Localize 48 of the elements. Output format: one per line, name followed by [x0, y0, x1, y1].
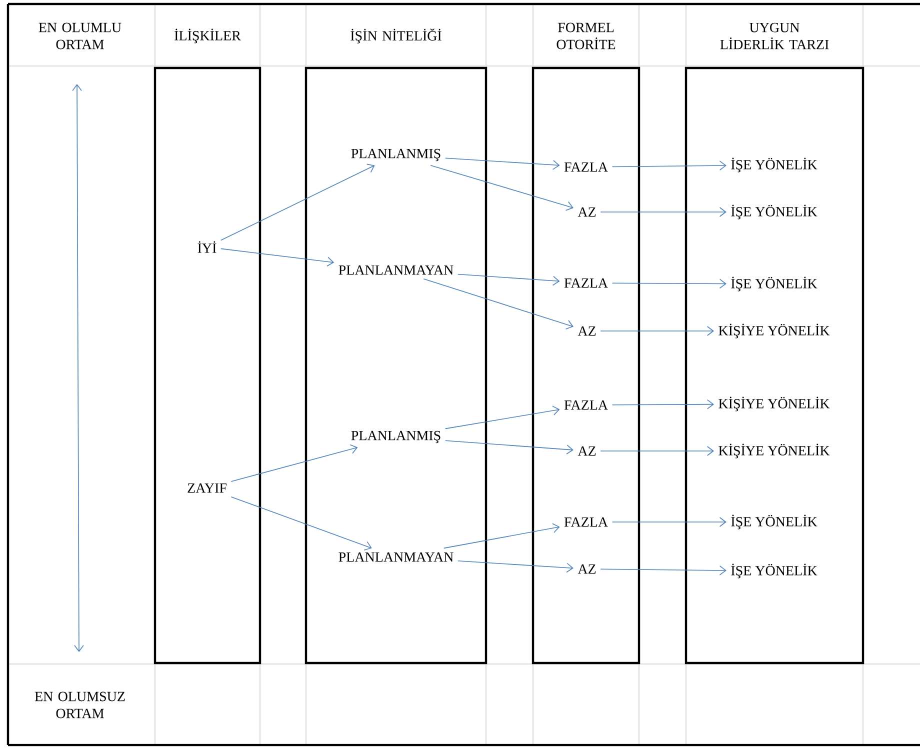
option-text: AZ [578, 446, 596, 456]
node-label: İLİŞKİLER [174, 28, 241, 44]
arrow [612, 399, 714, 410]
option-text: PLANLANMAYAN [338, 265, 454, 275]
arrow [444, 406, 560, 430]
arrow [220, 248, 334, 267]
arrow [444, 440, 574, 454]
option-text: AZ [578, 207, 596, 217]
arrow [443, 523, 560, 549]
arrow [230, 444, 358, 482]
arrow [612, 160, 726, 170]
arrow [458, 560, 574, 573]
option-text: FAZLA [564, 278, 608, 288]
option-text: KİŞİYE YÖNELİK [718, 324, 830, 338]
arrow [612, 517, 726, 527]
option-text: İŞE YÖNELİK [731, 204, 818, 220]
option-text: ZAYIF [188, 483, 226, 493]
arrow [430, 164, 574, 211]
option-text: İŞE YÖNELİK [731, 514, 818, 530]
row-heading: EN OLUMLU ORTAM [38, 22, 122, 50]
option-text: PLANLANMIŞ [351, 148, 440, 162]
option-text: İŞE YÖNELİK [731, 158, 818, 172]
arrow [600, 566, 726, 576]
row-heading: EN OLUMSUZ ORTAM [34, 692, 125, 718]
node-label: İŞİN NİTELİĞİ [350, 28, 442, 44]
option-text: FAZLA [564, 400, 608, 410]
node-label: FORMEL OTORİTE [556, 22, 616, 50]
option-text: KİŞİYE YÖNELİK [718, 396, 830, 412]
arrow [423, 278, 574, 330]
arrow [458, 274, 560, 286]
arrow [600, 446, 714, 456]
arrow [612, 278, 726, 289]
option-text: FAZLA [564, 517, 608, 527]
option-text: İŞE YÖNELİK [731, 564, 818, 578]
node-label: UYGUN LİDERLİK TARZI [720, 22, 829, 50]
arrow [444, 158, 560, 170]
option-text: FAZLA [564, 162, 608, 172]
option-text: AZ [578, 564, 596, 574]
option-text: PLANLANMIŞ [351, 430, 440, 444]
option-text: PLANLANMAYAN [338, 552, 454, 562]
arrow [600, 207, 726, 217]
option-text: KİŞİYE YÖNELİK [718, 444, 830, 458]
arrow [220, 164, 375, 241]
option-text: İYİ [198, 241, 216, 253]
arrow [230, 496, 372, 551]
arrow [600, 326, 714, 336]
option-text: AZ [578, 326, 596, 336]
option-text: İŞE YÖNELİK [731, 276, 818, 292]
